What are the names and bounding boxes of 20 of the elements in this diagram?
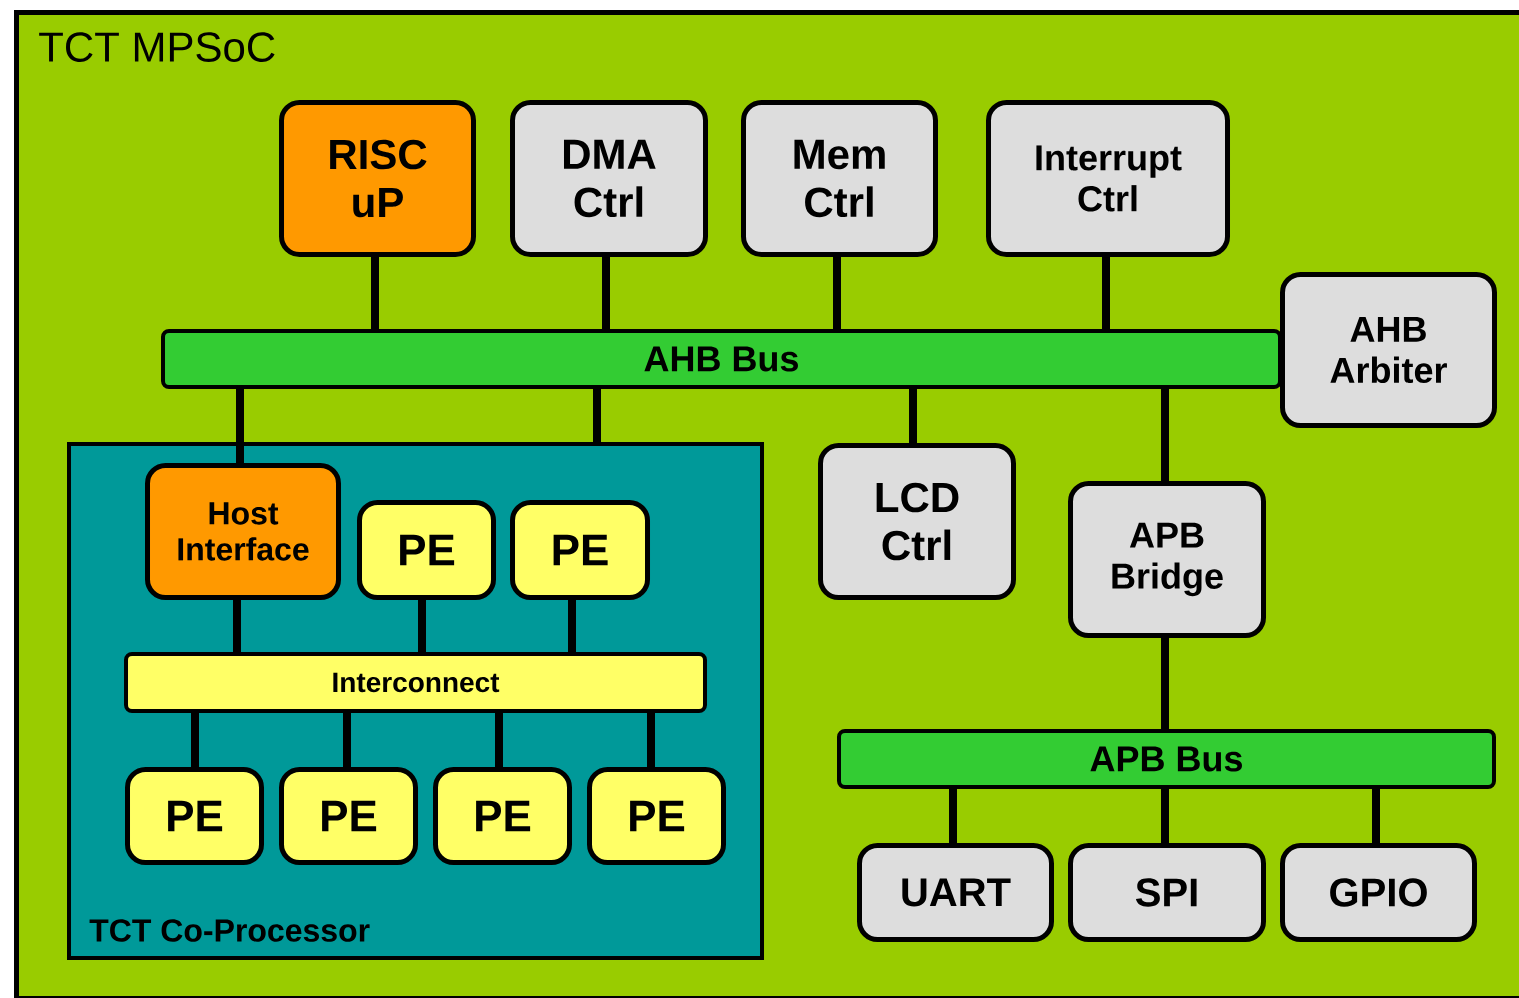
pe-box: PE bbox=[510, 500, 650, 600]
peripheral-box: SPI bbox=[1068, 843, 1266, 942]
interconnect-bar: Interconnect bbox=[124, 652, 707, 713]
bus-bar: APB Bus bbox=[837, 729, 1496, 789]
processor-box: RISC uP bbox=[279, 100, 476, 257]
controller-box: Mem Ctrl bbox=[741, 100, 938, 257]
peripheral-box: UART bbox=[857, 843, 1054, 942]
bridge-box: APB Bridge bbox=[1068, 481, 1266, 638]
interface-box: Host Interface bbox=[145, 463, 341, 600]
controller-box: DMA Ctrl bbox=[510, 100, 708, 257]
pe-box: PE bbox=[125, 767, 264, 865]
pe-box: PE bbox=[357, 500, 496, 600]
controller-box: Interrupt Ctrl bbox=[986, 100, 1230, 257]
pe-box: PE bbox=[433, 767, 572, 865]
pe-box: PE bbox=[279, 767, 418, 865]
bus-bar: AHB Bus bbox=[161, 329, 1282, 389]
peripheral-box: GPIO bbox=[1280, 843, 1477, 942]
pe-box: PE bbox=[587, 767, 726, 865]
arbiter-box: AHB Arbiter bbox=[1280, 272, 1497, 428]
controller-box: LCD Ctrl bbox=[818, 443, 1016, 600]
